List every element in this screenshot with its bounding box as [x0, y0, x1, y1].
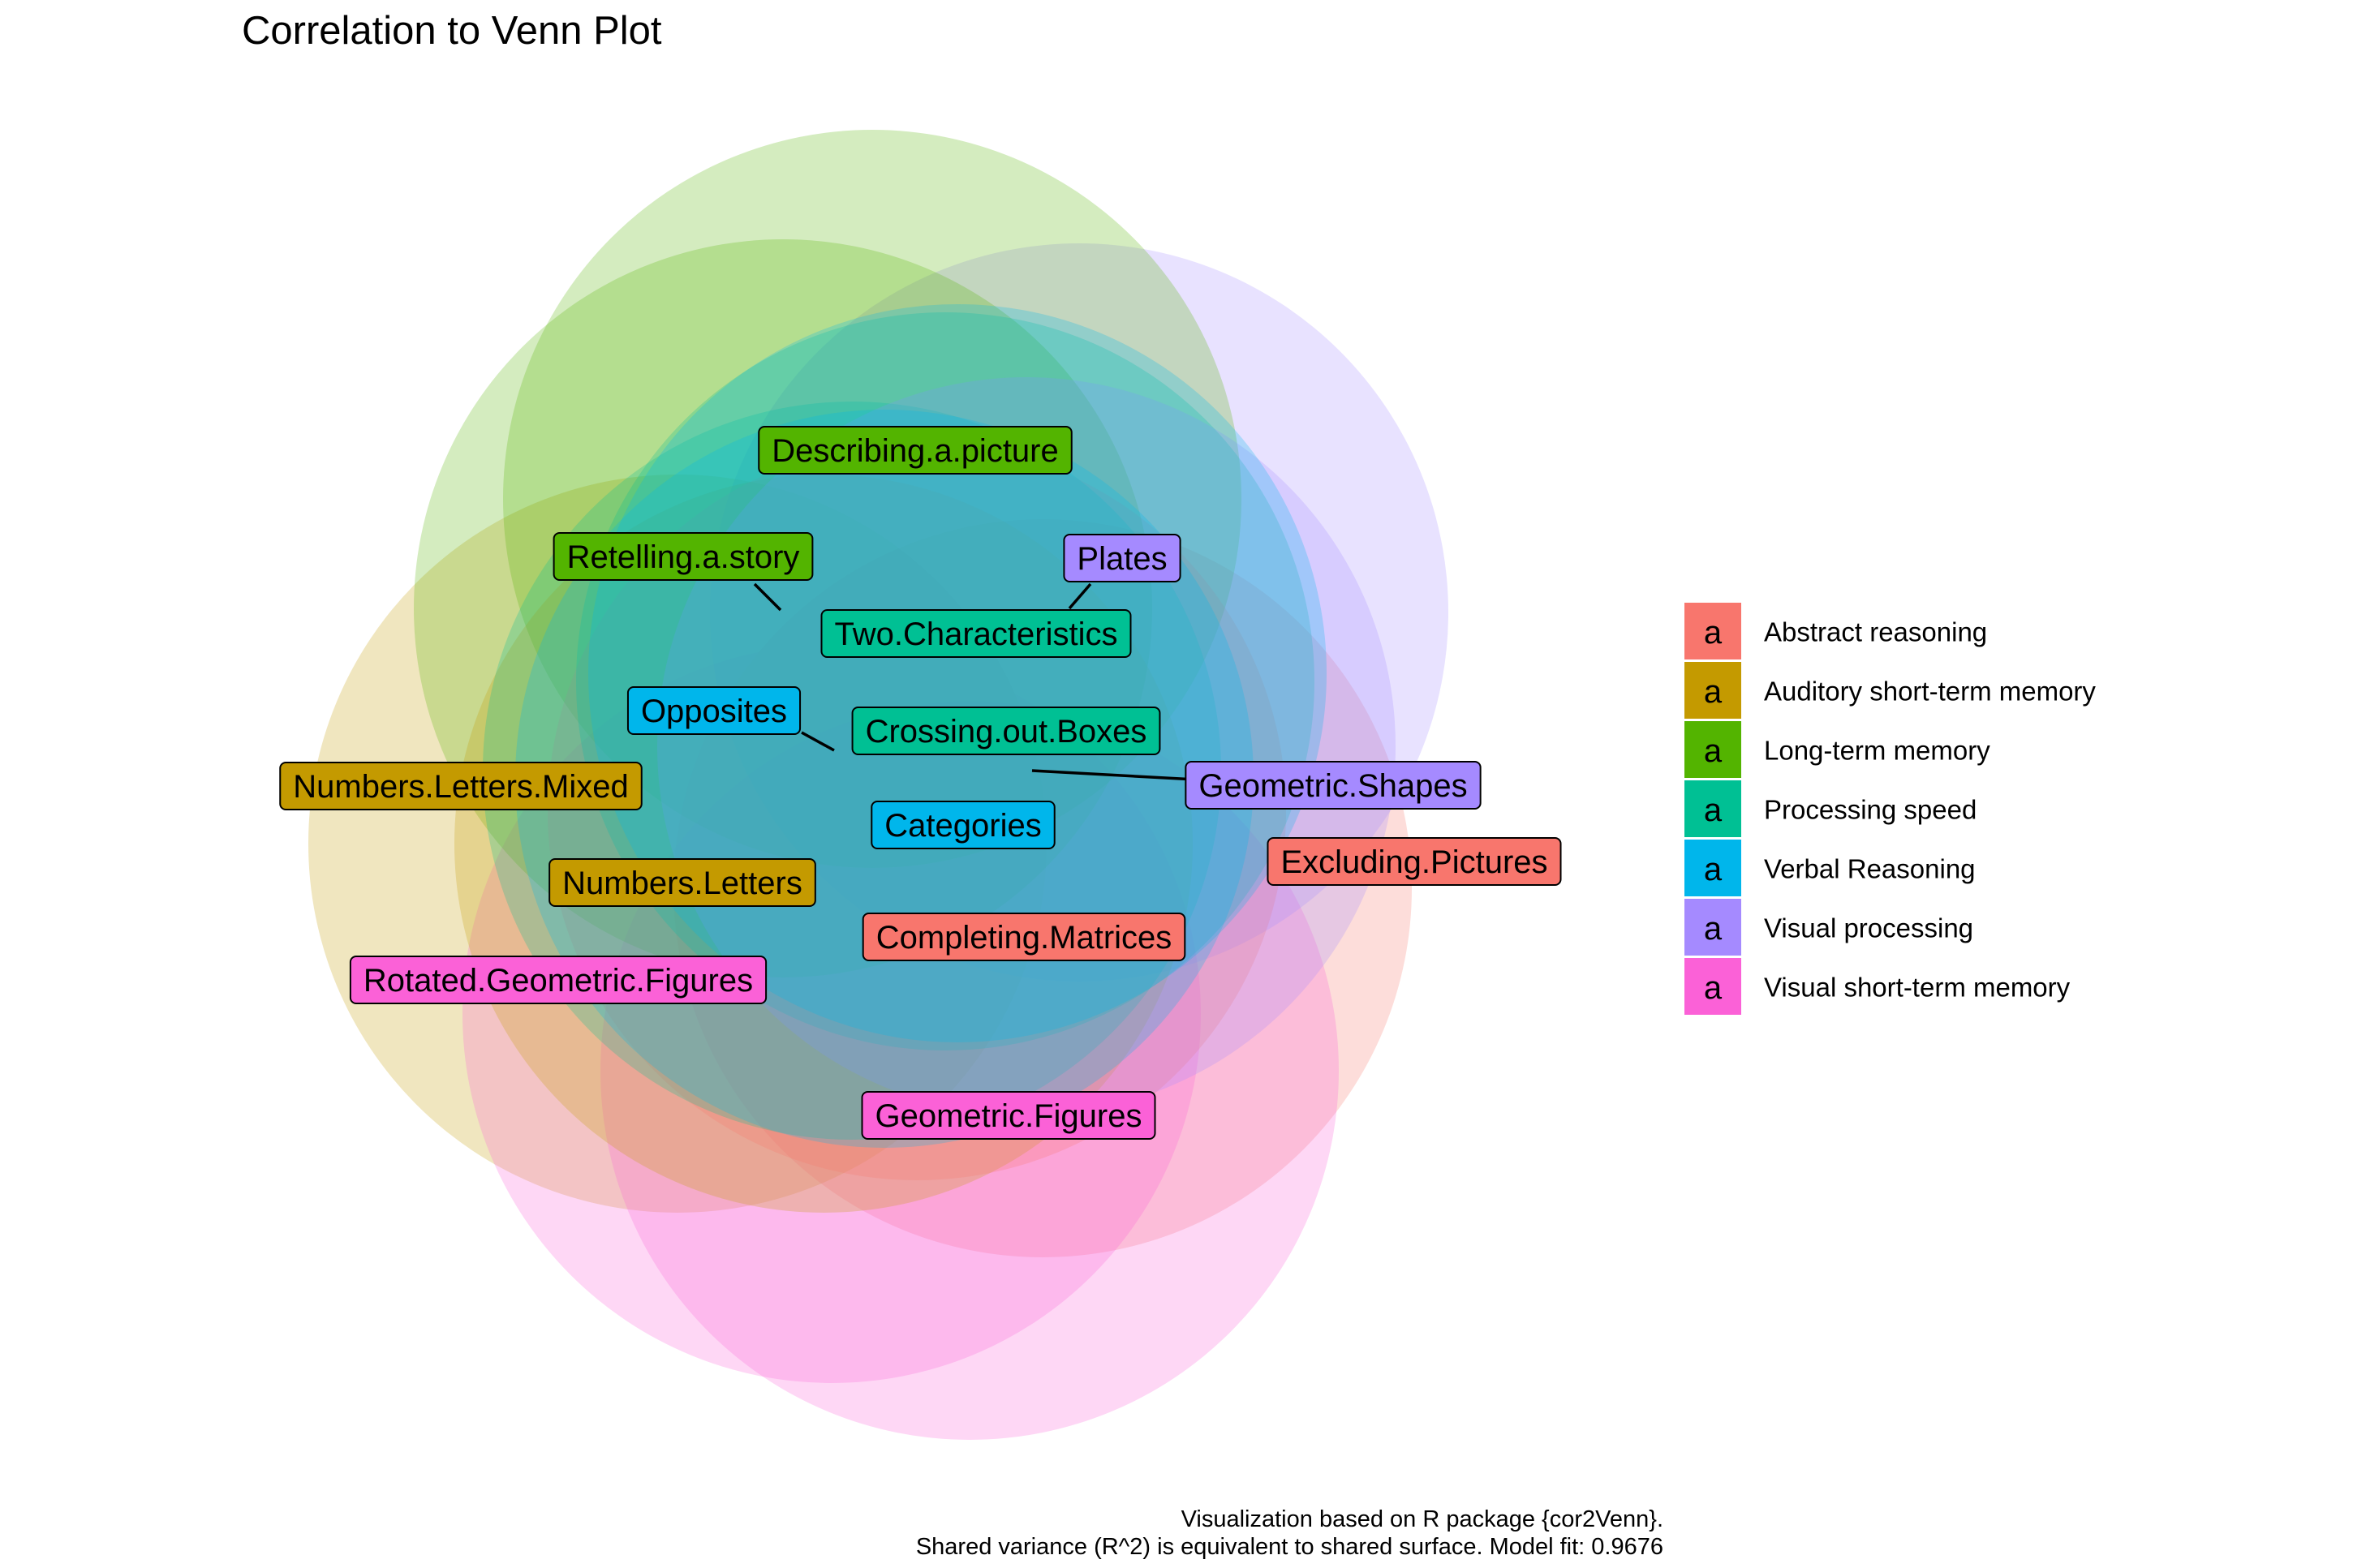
- variable-label-opposites: Opposites: [626, 686, 802, 735]
- legend-key: [1684, 958, 1741, 1015]
- connector-plates: [1068, 582, 1092, 610]
- variable-label-box: [820, 609, 1132, 658]
- caption: Visualization based on R package {cor2Ve…: [916, 1506, 1663, 1561]
- legend-key-glyph: a: [1704, 674, 1723, 710]
- venn-circle-numbers-letters-mixed: [308, 475, 1047, 1213]
- legend-key-glyph: a: [1704, 793, 1723, 828]
- caption-line-1: Visualization based on R package {cor2Ve…: [1181, 1506, 1663, 1532]
- variable-label-excluding-pictures: Excluding.Pictures: [1267, 837, 1562, 886]
- variable-label-plates: Plates: [1063, 534, 1181, 582]
- variable-label-box: [553, 532, 814, 581]
- variable-label-box: [1267, 837, 1562, 886]
- legend-item-visual-short-term-memory: a Visual short-term memory: [1684, 958, 2071, 1015]
- legend-item-verbal-reasoning: a Verbal Reasoning: [1684, 840, 1976, 896]
- variable-label-text: Retelling.a.story: [567, 539, 800, 575]
- venn-circle-numbers-letters: [454, 475, 1193, 1213]
- venn-circle-excluding-pictures: [673, 519, 1412, 1257]
- variable-label-text: Plates: [1077, 541, 1167, 577]
- variable-label-text: Crossing.out.Boxes: [866, 714, 1147, 750]
- legend-item-abstract-reasoning: a Abstract reasoning: [1684, 603, 1987, 659]
- variable-label-text: Categories: [884, 808, 1041, 844]
- variable-label-box: [1185, 761, 1482, 810]
- connector-opposites: [801, 731, 835, 752]
- variable-label-box: [349, 956, 768, 1004]
- legend-item-auditory-short-term-memory: a Auditory short-term memory: [1684, 662, 2096, 719]
- variable-label-completing-matrices: Completing.Matrices: [862, 913, 1186, 961]
- legend-key-glyph: a: [1704, 615, 1723, 651]
- variable-label-text: Completing.Matrices: [876, 920, 1172, 956]
- variable-label-box: [861, 1091, 1156, 1140]
- legend-item-long-term-memory: a Long-term memory: [1684, 721, 1990, 778]
- legend-label: Long-term memory: [1764, 736, 1990, 766]
- legend-label: Abstract reasoning: [1764, 617, 1987, 647]
- variable-label-crossing-out-boxes: Crossing.out.Boxes: [851, 707, 1161, 755]
- legend-key: [1684, 662, 1741, 719]
- connector-retelling-a-story: [753, 582, 782, 612]
- variable-label-text: Rotated.Geometric.Figures: [363, 963, 753, 999]
- legend-item-processing-speed: a Processing speed: [1684, 780, 1977, 837]
- legend-key-glyph: a: [1704, 970, 1723, 1006]
- variable-label-box: [1063, 534, 1181, 582]
- legend-label: Verbal Reasoning: [1764, 854, 1976, 884]
- legend-key: [1684, 780, 1741, 837]
- label-connectors: [753, 582, 1211, 782]
- variable-label-box: [851, 707, 1161, 755]
- legend-key-glyph: a: [1704, 852, 1723, 887]
- variable-label-retelling-a-story: Retelling.a.story: [553, 532, 814, 581]
- legend-label: Visual short-term memory: [1764, 973, 2071, 1003]
- variable-label-two-characteristics: Two.Characteristics: [820, 609, 1132, 658]
- variable-label-box: [548, 858, 816, 907]
- legend-label: Processing speed: [1764, 795, 1977, 825]
- variable-label-text: Geometric.Figures: [875, 1098, 1142, 1134]
- legend-key-glyph: a: [1704, 733, 1723, 769]
- venn-circle-opposites: [588, 304, 1327, 1042]
- variable-label-text: Excluding.Pictures: [1280, 844, 1547, 880]
- legend-key: [1684, 899, 1741, 956]
- variable-label-text: Describing.a.picture: [772, 433, 1059, 469]
- variable-label-box: [871, 801, 1056, 849]
- variable-label-box: [758, 426, 1073, 475]
- variable-label-geometric-figures: Geometric.Figures: [861, 1091, 1156, 1140]
- variable-label-numbers-letters-mixed: Numbers.Letters.Mixed: [279, 762, 643, 810]
- variable-label-describing-a-picture: Describing.a.picture: [758, 426, 1073, 475]
- legend-label: Auditory short-term memory: [1764, 677, 2096, 707]
- legend-key: [1684, 603, 1741, 659]
- variable-label-text: Numbers.Letters: [562, 866, 802, 901]
- plot-title: Correlation to Venn Plot: [242, 9, 662, 53]
- variable-label-text: Numbers.Letters.Mixed: [293, 769, 628, 805]
- legend-item-visual-processing: a Visual processing: [1684, 899, 1973, 956]
- variable-label-box: [626, 686, 802, 735]
- variable-label-numbers-letters: Numbers.Letters: [548, 858, 816, 907]
- variable-label-categories: Categories: [871, 801, 1056, 849]
- legend-key-glyph: a: [1704, 911, 1723, 947]
- variable-label-text: Opposites: [641, 694, 787, 729]
- legend-label: Visual processing: [1764, 913, 1973, 943]
- variable-label-box: [862, 913, 1186, 961]
- variable-label-rotated-geometric-figures: Rotated.Geometric.Figures: [349, 956, 768, 1004]
- variable-label-text: Two.Characteristics: [835, 616, 1118, 652]
- variable-label-box: [279, 762, 643, 810]
- legend-key: [1684, 840, 1741, 896]
- connector-geometric-shapes: [1031, 769, 1211, 782]
- variable-label-geometric-shapes: Geometric.Shapes: [1185, 761, 1482, 810]
- caption-line-2: Shared variance (R^2) is equivalent to s…: [915, 1534, 1663, 1560]
- variable-label-text: Geometric.Shapes: [1198, 768, 1467, 804]
- venn-circle-describing-a-picture: [503, 130, 1241, 868]
- legend-key: [1684, 721, 1741, 778]
